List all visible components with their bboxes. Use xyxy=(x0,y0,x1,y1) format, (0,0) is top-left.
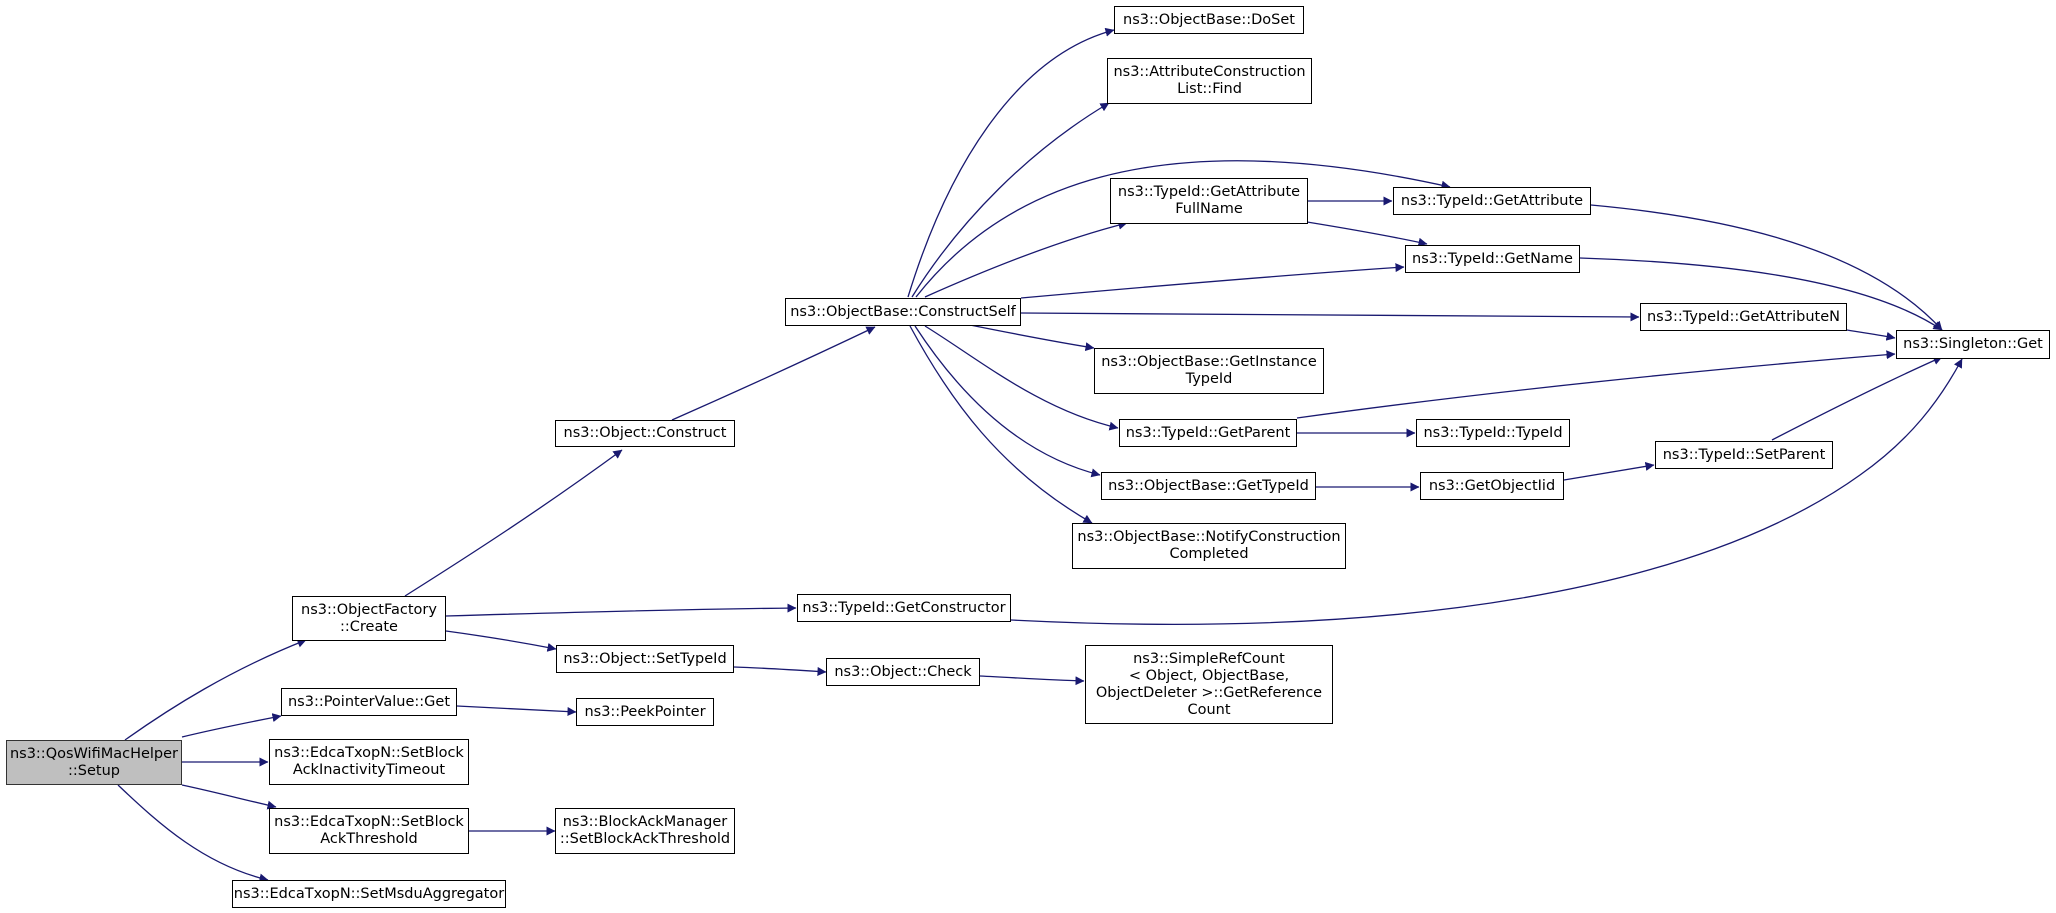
edge-constructself-getname xyxy=(1020,263,1405,299)
node-label: ns3::Object::Construct xyxy=(563,425,727,441)
edge-constructself-getparent xyxy=(924,325,1119,431)
node-label: ns3::TypeId::GetName xyxy=(1412,250,1573,267)
node-label: ns3::PeekPointer xyxy=(584,703,706,720)
node-label: ns3::TypeId::GetAttributeN xyxy=(1646,308,1840,325)
node-label: ns3::TypeId::TypeId xyxy=(1423,424,1563,441)
node-objectbase-gettypeid[interactable]: ns3::ObjectBase::GetTypeId xyxy=(1101,472,1316,500)
node-label: ns3::EdcaTxopN::SetMsduAggregator xyxy=(233,885,505,902)
edge-constructself-getattrn xyxy=(1020,312,1640,322)
edge-getconstructor-singleton xyxy=(1010,358,1963,625)
edge-root-setmsdu xyxy=(117,784,269,883)
edge-objfactory-getconstructor xyxy=(445,603,797,617)
node-typeid-getattributen[interactable]: ns3::TypeId::GetAttributeN xyxy=(1640,303,1847,331)
node-label: ns3::Object::Check xyxy=(834,663,972,680)
node-label: ns3::GetObjectIid xyxy=(1428,477,1556,494)
node-peekpointer[interactable]: ns3::PeekPointer xyxy=(576,698,714,726)
node-qoswifimachelper-setup: ns3::QosWifiMacHelper ::Setup xyxy=(6,740,182,785)
node-label: ns3::ObjectFactory ::Create xyxy=(301,601,437,635)
edge-getparent-singleton xyxy=(1296,350,1896,419)
node-edcatxopn-setblockackthreshold[interactable]: ns3::EdcaTxopN::SetBlock AckThreshold xyxy=(269,808,469,854)
edge-getattrfull-getname xyxy=(1306,221,1428,247)
node-objectfactory-create[interactable]: ns3::ObjectFactory ::Create xyxy=(292,596,446,641)
node-label: ns3::AttributeConstruction List::Find xyxy=(1113,64,1306,97)
node-object-check[interactable]: ns3::Object::Check xyxy=(826,658,980,686)
node-label: ns3::ObjectBase::NotifyConstruction Comp… xyxy=(1077,529,1341,562)
node-label: ns3::Object::SetTypeId xyxy=(563,650,727,667)
node-label: ns3::SimpleRefCount < Object, ObjectBase… xyxy=(1095,650,1323,718)
edge-constructself-getinsttype xyxy=(969,324,1095,352)
edge-setparent-singleton xyxy=(1771,356,1943,441)
node-label: ns3::BlockAckManager ::SetBlockAckThresh… xyxy=(559,814,731,847)
node-typeid-getconstructor[interactable]: ns3::TypeId::GetConstructor xyxy=(797,594,1011,622)
node-label: ns3::TypeId::GetConstructor xyxy=(802,599,1006,616)
node-label: ns3::TypeId::GetParent xyxy=(1125,424,1291,441)
node-object-construct[interactable]: ns3::Object::Construct xyxy=(555,420,735,447)
node-typeid-getattributefullname[interactable]: ns3::TypeId::GetAttribute FullName xyxy=(1110,178,1308,224)
node-label: ns3::PointerValue::Get xyxy=(287,693,451,710)
edge-constructself-doset xyxy=(907,27,1115,298)
edge-constructself-obgettypeid xyxy=(914,325,1101,478)
node-label: ns3::EdcaTxopN::SetBlock AckThreshold xyxy=(274,814,464,847)
edge-ptrget-peek xyxy=(456,705,577,717)
node-simplerefcount-getreferencecount[interactable]: ns3::SimpleRefCount < Object, ObjectBase… xyxy=(1085,645,1333,724)
node-objectbase-constructself[interactable]: ns3::ObjectBase::ConstructSelf xyxy=(785,298,1021,326)
node-label: ns3::TypeId::GetAttribute FullName xyxy=(1117,184,1301,217)
node-label: ns3::ObjectBase::GetTypeId xyxy=(1108,477,1309,494)
edge-settypeid-check xyxy=(733,666,827,676)
node-object-settypeid[interactable]: ns3::Object::SetTypeId xyxy=(556,645,734,673)
node-typeid-getparent[interactable]: ns3::TypeId::GetParent xyxy=(1119,419,1297,447)
edge-root-objfactory xyxy=(124,638,307,741)
node-pointervalue-get[interactable]: ns3::PointerValue::Get xyxy=(281,688,457,716)
edge-getobjiid-setparent xyxy=(1563,461,1655,481)
node-getobjectiid[interactable]: ns3::GetObjectIid xyxy=(1420,472,1564,500)
node-typeid-setparent[interactable]: ns3::TypeId::SetParent xyxy=(1655,441,1833,469)
edge-check-refcount xyxy=(979,675,1085,686)
node-blockackmanager-setblockackthreshold[interactable]: ns3::BlockAckManager ::SetBlockAckThresh… xyxy=(555,808,735,854)
node-objectbase-notifyconstructioncompleted[interactable]: ns3::ObjectBase::NotifyConstruction Comp… xyxy=(1072,523,1346,569)
edge-getattr-singleton xyxy=(1590,204,1943,331)
edge-root-ptrget xyxy=(181,713,282,738)
node-typeid-getattribute[interactable]: ns3::TypeId::GetAttribute xyxy=(1393,187,1591,215)
edge-construct-constructself xyxy=(671,326,876,421)
edge-getname-singleton xyxy=(1579,257,1943,331)
node-attributeconstructionlist-find[interactable]: ns3::AttributeConstruction List::Find xyxy=(1107,58,1312,104)
node-edcatxopn-setmsduaggregator[interactable]: ns3::EdcaTxopN::SetMsduAggregator xyxy=(232,880,506,908)
node-typeid-typeid[interactable]: ns3::TypeId::TypeId xyxy=(1416,419,1570,447)
node-singleton-get[interactable]: ns3::Singleton::Get xyxy=(1896,330,2050,359)
edge-objfactory-construct xyxy=(404,449,623,597)
node-label: ns3::ObjectBase::ConstructSelf xyxy=(790,303,1016,320)
edge-constructself-getattr xyxy=(915,160,1451,298)
node-label: ns3::QosWifiMacHelper ::Setup xyxy=(9,745,179,779)
edge-constructself-acfind xyxy=(911,102,1110,298)
edge-constructself-notify xyxy=(909,325,1093,524)
edge-objfactory-settypeid xyxy=(445,630,557,652)
node-label: ns3::ObjectBase::DoSet xyxy=(1123,11,1295,28)
node-label: ns3::EdcaTxopN::SetBlock AckInactivityTi… xyxy=(274,745,464,778)
node-label: ns3::TypeId::SetParent xyxy=(1662,446,1826,463)
node-label: ns3::Singleton::Get xyxy=(1903,336,2043,352)
node-objectbase-doset[interactable]: ns3::ObjectBase::DoSet xyxy=(1114,6,1304,34)
node-label: ns3::TypeId::GetAttribute xyxy=(1400,192,1584,209)
node-label: ns3::ObjectBase::GetInstance TypeId xyxy=(1101,354,1317,387)
edge-root-setthr xyxy=(181,784,277,810)
edge-constructself-getattrfull xyxy=(924,220,1128,298)
node-edcatxopn-setblockackinactivitytimeout[interactable]: ns3::EdcaTxopN::SetBlock AckInactivityTi… xyxy=(269,739,469,785)
node-typeid-getname[interactable]: ns3::TypeId::GetName xyxy=(1405,245,1580,273)
edge-getattrn-singleton xyxy=(1846,329,1896,341)
node-objectbase-getinstancetypeid[interactable]: ns3::ObjectBase::GetInstance TypeId xyxy=(1094,348,1324,394)
